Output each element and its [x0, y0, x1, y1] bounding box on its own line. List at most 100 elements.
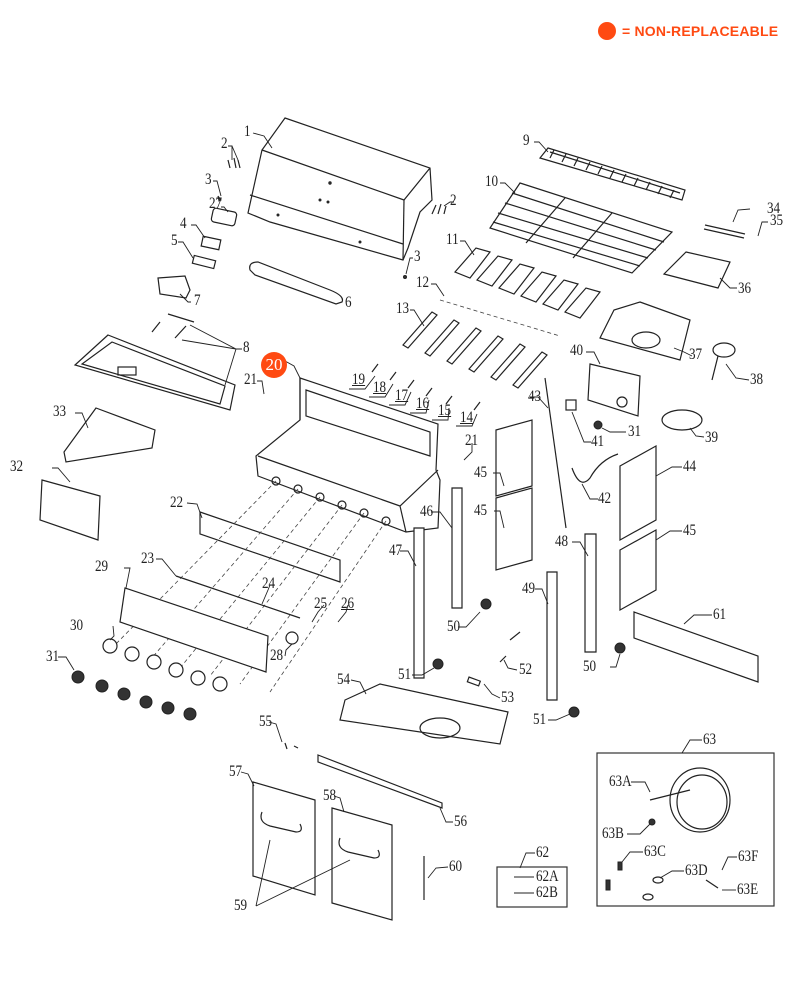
part-12-ignition-line: [439, 299, 561, 337]
part-55: [284, 742, 299, 750]
callout-30: 30: [70, 617, 84, 634]
callout-13: 13: [396, 300, 410, 317]
callout-29: 29: [95, 558, 109, 575]
callout-1: 1: [244, 123, 251, 140]
part-36-side-burner-lid: [662, 251, 731, 289]
callout-51: 51: [398, 666, 412, 683]
callout-19: 19: [352, 371, 366, 388]
part-41-igniter: [565, 399, 577, 411]
callout-24: 24: [262, 575, 276, 592]
part-43-rod: [544, 377, 567, 529]
callout-63f: 63F: [738, 848, 759, 865]
part-39-grate: [661, 409, 703, 431]
part-54-bottom-shelf: [339, 683, 509, 745]
callout-35: 35: [770, 212, 784, 229]
callout-44: 44: [683, 458, 697, 475]
callout-59: 59: [234, 897, 248, 914]
part-62-box: [496, 866, 568, 908]
part-casters: [432, 598, 626, 718]
part-49-leg: [546, 571, 558, 701]
callout-45-b: 45: [474, 502, 488, 519]
callout-7: 7: [194, 292, 201, 309]
callout-9: 9: [523, 132, 530, 149]
part-11-flame-tamers: [453, 247, 602, 319]
callout-50-right: 50: [583, 658, 597, 675]
callout-63: 63: [703, 731, 717, 748]
callout-34: 34: [767, 200, 781, 217]
part-63-box: [596, 752, 775, 907]
callout-37: 37: [689, 346, 703, 363]
part-59-door-handle-a: [260, 811, 302, 833]
callout-38: 38: [750, 371, 764, 388]
part-27: [210, 207, 238, 227]
callout-60: 60: [449, 858, 463, 875]
callout-8: 8: [243, 339, 250, 356]
part-22-valve-bracket: [199, 511, 341, 583]
part-38-side-burner: [712, 342, 736, 358]
part-30-bezels: [102, 638, 228, 692]
leader-lines: [52, 132, 768, 907]
part-5: [191, 254, 217, 270]
callout-20-non-replaceable: 20: [261, 352, 287, 378]
part-56-front-rail: [317, 754, 443, 809]
callout-18: 18: [373, 379, 387, 396]
callout-63b: 63B: [602, 825, 624, 842]
callout-63d: 63D: [685, 862, 708, 879]
part-7-grease-cup: [157, 275, 191, 299]
part-lid: [247, 117, 433, 261]
part-58-door-right: [331, 807, 393, 921]
part-45-side-panel-c: [619, 528, 657, 612]
callout-55: 55: [259, 713, 273, 730]
part-45-side-panel-b: [495, 487, 533, 571]
callout-16: 16: [416, 395, 430, 412]
callout-6: 6: [345, 294, 352, 311]
callout-26: 26: [341, 595, 355, 612]
part-63a-hose: [669, 767, 731, 833]
part-37-side-burner-box: [599, 301, 691, 361]
callout-10: 10: [485, 173, 499, 190]
callout-14: 14: [460, 409, 474, 426]
callout-47: 47: [389, 542, 403, 559]
assembly-lines: [109, 480, 387, 693]
callout-53: 53: [501, 689, 515, 706]
callout-5: 5: [171, 232, 178, 249]
callout-3: 3: [205, 171, 212, 188]
callout-33: 33: [53, 403, 67, 420]
callout-32: 32: [10, 458, 24, 475]
callout-62: 62: [536, 844, 550, 861]
part-59-door-handle-b: [338, 837, 380, 859]
non-replaceable-marker-icon: [598, 22, 616, 40]
legend-text: = NON-REPLACEABLE: [622, 23, 779, 39]
part-28-regulator: [285, 631, 299, 645]
part-47-leg: [413, 527, 425, 679]
callout-42: 42: [598, 490, 612, 507]
callout-50: 50: [447, 618, 461, 635]
part-34: [703, 224, 746, 239]
callout-51-right: 51: [533, 711, 547, 728]
callout-31-right: 31: [628, 423, 642, 440]
part-handle: [249, 261, 344, 305]
part-61-back-panel: [633, 611, 759, 683]
callout-63c: 63C: [644, 843, 666, 860]
part-31-knobs: [71, 670, 197, 721]
callout-2-right: 2: [450, 192, 457, 209]
callout-36: 36: [738, 280, 752, 297]
callout-63e: 63E: [737, 881, 759, 898]
part-40-side-panel-front: [587, 363, 641, 417]
part-screws: [217, 157, 447, 279]
part-20-firebox: [255, 377, 441, 533]
part-48-leg: [584, 533, 597, 653]
callout-45-c: 45: [683, 522, 697, 539]
callout-63a: 63A: [609, 773, 632, 790]
callout-25: 25: [314, 595, 328, 612]
callout-11: 11: [446, 231, 459, 248]
callout-23: 23: [141, 550, 155, 567]
callout-54: 54: [337, 671, 351, 688]
callout-61: 61: [713, 606, 727, 623]
part-8-grease-tray: [73, 313, 236, 411]
callout-17: 17: [395, 387, 409, 404]
part-10-cooking-grates: [489, 182, 674, 274]
part-29-control-panel: [119, 587, 269, 673]
callout-39: 39: [705, 429, 719, 446]
callout-27: 27: [209, 195, 223, 212]
